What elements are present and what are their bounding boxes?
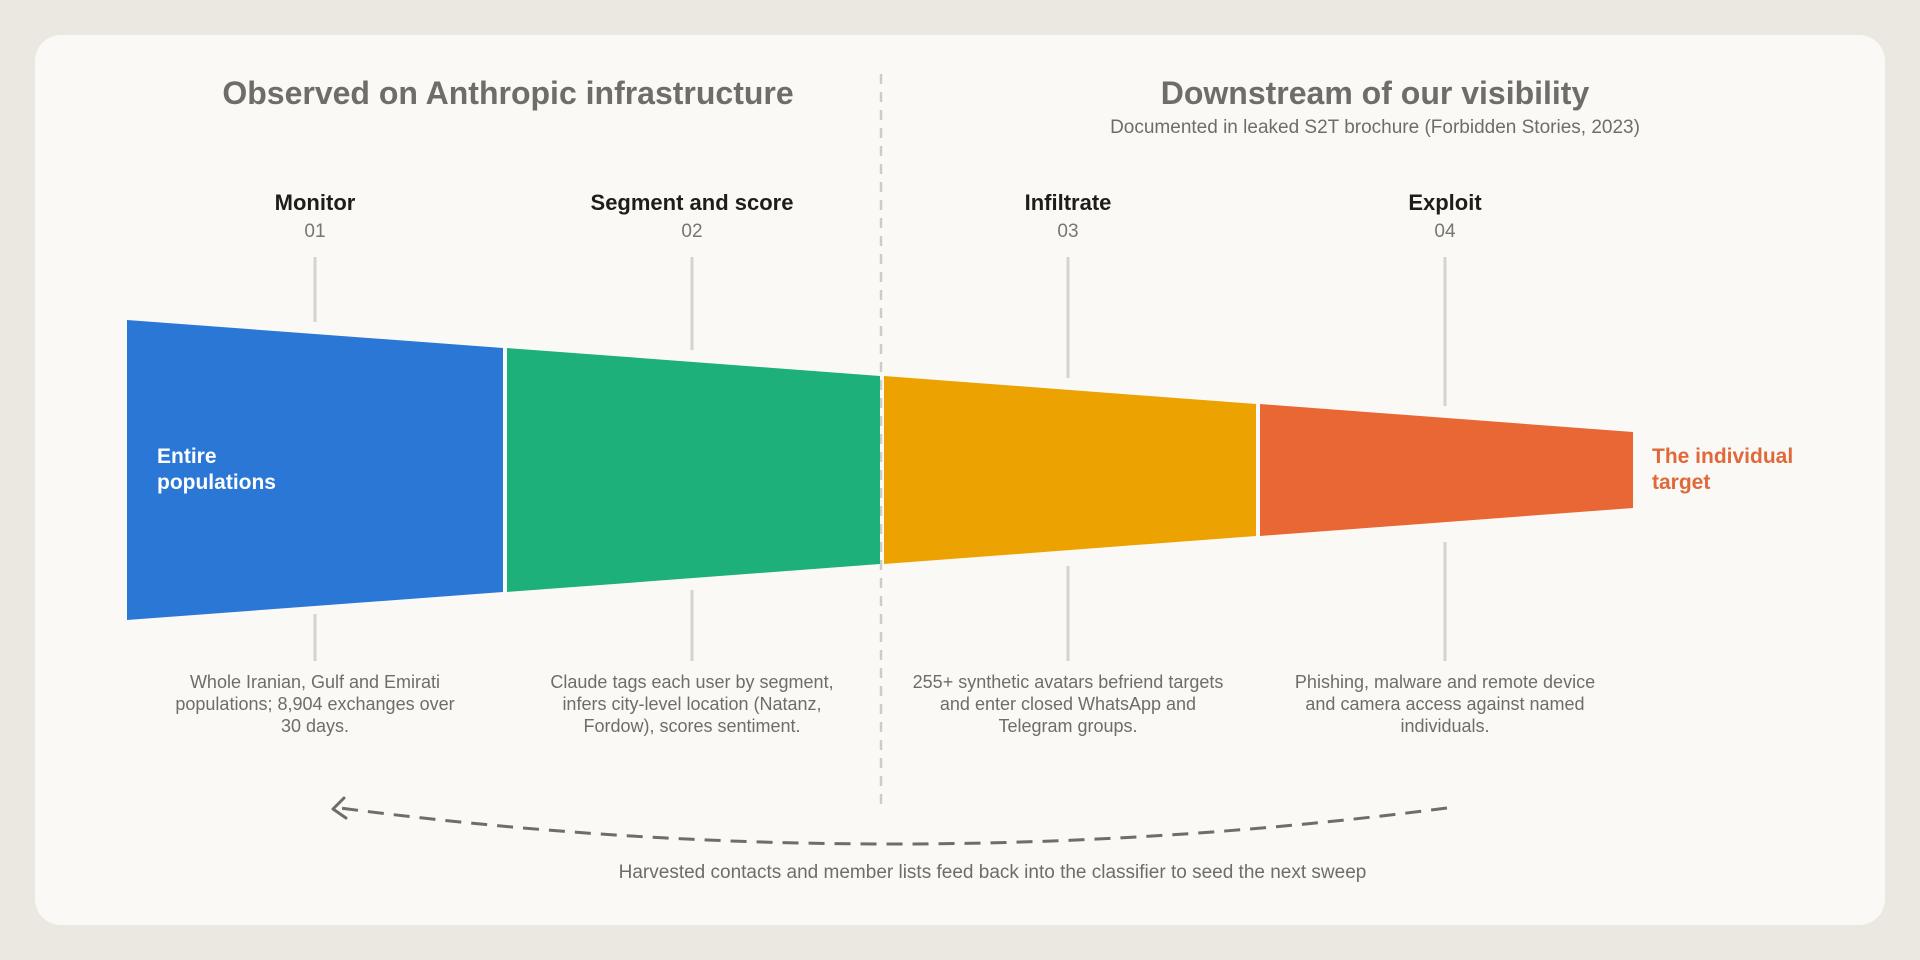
left-section-title: Observed on Anthropic infrastructure xyxy=(222,75,794,111)
funnel-segment-infiltrate xyxy=(884,376,1256,564)
stage-number-infiltrate: 03 xyxy=(1057,221,1079,242)
stage-name-exploit: Exploit xyxy=(1408,190,1482,215)
stage-name-segment-and-score: Segment and score xyxy=(590,190,794,215)
funnel-end-label: The individual target xyxy=(1652,445,1794,494)
feedback-arrow-path xyxy=(339,806,1448,846)
stage-description-exploit: Phishing, malware and remote device and … xyxy=(1294,672,1596,736)
right-section-subtitle: Documented in leaked S2T brochure (Forbi… xyxy=(1110,117,1640,138)
stage-name-monitor: Monitor xyxy=(274,190,356,215)
funnel-start-label: Entire populations xyxy=(157,445,276,494)
feedback-arrowhead-icon xyxy=(331,796,348,820)
stage-name-infiltrate: Infiltrate xyxy=(1024,190,1112,215)
funnel-segment-segment-and-score xyxy=(507,348,880,592)
stage-number-monitor: 01 xyxy=(304,221,326,242)
stage-number-exploit: 04 xyxy=(1434,221,1456,242)
stage-description-monitor: Whole Iranian, Gulf and Emirati populati… xyxy=(175,672,455,736)
right-section-title: Downstream of our visibility xyxy=(1160,75,1590,111)
stage-description-infiltrate: 255+ synthetic avatars befriend targets … xyxy=(912,672,1224,736)
feedback-label: Harvested contacts and member lists feed… xyxy=(618,862,1367,883)
funnel-segment-exploit xyxy=(1260,404,1633,536)
stage-number-segment-and-score: 02 xyxy=(681,221,703,242)
funnel-segment-monitor xyxy=(127,320,503,620)
stage-description-segment-and-score: Claude tags each user by segment, infers… xyxy=(550,672,834,736)
